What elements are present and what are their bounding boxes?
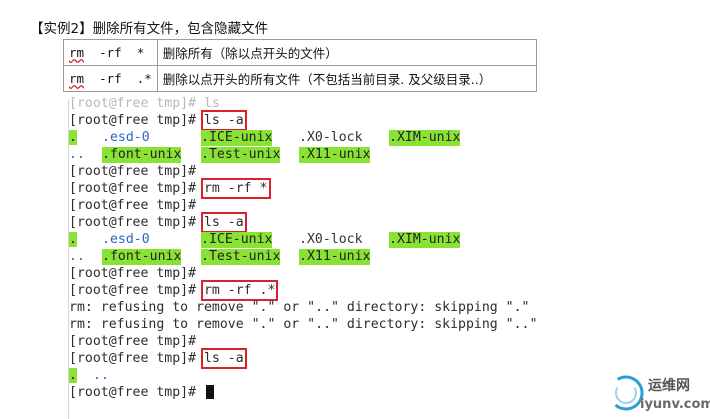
listing-xim-unix: .XIM-unix bbox=[389, 232, 461, 248]
terminal-line: [root@free tmp]# rm -rf .* bbox=[69, 280, 279, 301]
command-table: rm -rf * 删除所有（除以点开头的文件） rm -rf .* 删除以点开头… bbox=[63, 39, 538, 92]
listing-test-unix: .Test-unix bbox=[201, 249, 281, 265]
listing-dot: . bbox=[69, 368, 77, 383]
listing-font-unix: .font-unix bbox=[102, 249, 182, 265]
description-cell: 删除以点开头的所有文件（不包括当前目录. 及父级目录..） bbox=[156, 65, 538, 92]
page-heading: 【实例2】删除所有文件，包含隐藏文件 bbox=[30, 21, 269, 37]
listing-esd: .esd-0 bbox=[102, 232, 150, 247]
listing-test-unix: .Test-unix bbox=[201, 147, 281, 163]
listing-ice-unix: .ICE-unix bbox=[201, 130, 273, 146]
terminal-line: [root@free tmp]# ls -a bbox=[69, 110, 247, 131]
cmd-args: -rf * bbox=[84, 45, 145, 60]
shell-prompt: [root@free tmp]# bbox=[69, 181, 204, 196]
listing-x11-unix: .X11-unix bbox=[299, 147, 371, 163]
terminal-error-line: rm: refusing to remove "." or ".." direc… bbox=[69, 317, 538, 332]
command-ls-highlight: ls -a bbox=[201, 348, 247, 369]
terminal-line: .. .font-unix .Test-unix .X11-unix bbox=[69, 147, 371, 163]
terminal-line: [root@free tmp]# bbox=[69, 266, 204, 281]
listing-esd: .esd-0 bbox=[102, 130, 150, 145]
listing-xim-unix: .XIM-unix bbox=[389, 130, 461, 146]
listing-dot: . bbox=[69, 130, 77, 145]
listing-font-unix: .font-unix bbox=[102, 147, 182, 163]
shell-prompt: [root@free tmp]# bbox=[69, 215, 204, 230]
command-rm-dot-highlight: rm -rf .* bbox=[200, 280, 279, 301]
terminal-line: [root@free tmp]# bbox=[69, 198, 204, 213]
terminal-line-partial: [root@free tmp]# ls bbox=[69, 96, 220, 111]
table-row: rm -rf * 删除所有（除以点开头的文件） bbox=[63, 39, 538, 66]
terminal-cursor bbox=[205, 385, 214, 399]
cmd-args: -rf .* bbox=[84, 71, 152, 86]
terminal-line: [root@free tmp]# rm -rf * bbox=[69, 178, 271, 199]
logo-name: 运维网 bbox=[648, 378, 690, 394]
command-ls-highlight: ls -a bbox=[201, 212, 247, 233]
listing-dotdot: .. bbox=[69, 147, 85, 162]
listing-dotdot: .. bbox=[69, 249, 85, 264]
terminal-line: [root@free tmp]# bbox=[69, 334, 204, 349]
command-cell: rm -rf .* bbox=[63, 65, 158, 92]
command-cell: rm -rf * bbox=[63, 39, 158, 66]
terminal-line: .. .font-unix .Test-unix .X11-unix bbox=[69, 249, 371, 265]
listing-x0-lock: .X0-lock bbox=[299, 130, 363, 145]
terminal-line: . .esd-0 .ICE-unix .X0-lock .XIM-unix bbox=[69, 232, 461, 248]
shell-prompt: [root@free tmp]# bbox=[69, 283, 204, 298]
terminal-error-line: rm: refusing to remove "." or ".." direc… bbox=[69, 300, 530, 315]
command-rm-all-highlight: rm -rf * bbox=[201, 178, 271, 199]
cmd-rm: rm bbox=[69, 45, 85, 60]
left-margin-line bbox=[68, 100, 69, 419]
terminal-line: . .esd-0 .ICE-unix .X0-lock .XIM-unix bbox=[69, 130, 461, 146]
shell-prompt: [root@free tmp]# bbox=[69, 385, 204, 400]
description-cell: 删除所有（除以点开头的文件） bbox=[156, 39, 538, 66]
shell-prompt: [root@free tmp]# bbox=[69, 351, 204, 366]
cmd-rm: rm bbox=[69, 71, 85, 86]
listing-dot: . bbox=[69, 232, 77, 247]
logo-url: iyunv.com bbox=[640, 397, 710, 412]
terminal-line: [root@free tmp]# ls -a bbox=[69, 212, 247, 233]
terminal-line: ... bbox=[69, 368, 109, 384]
terminal-line[interactable]: [root@free tmp]# bbox=[69, 385, 214, 401]
site-logo-icon bbox=[608, 375, 644, 411]
listing-x0-lock: .X0-lock bbox=[299, 232, 363, 247]
listing-x11-unix: .X11-unix bbox=[299, 249, 371, 265]
command-ls-highlight: ls -a bbox=[201, 110, 247, 131]
listing-dotdot: .. bbox=[93, 368, 109, 383]
table-row: rm -rf .* 删除以点开头的所有文件（不包括当前目录. 及父级目录..） bbox=[63, 65, 538, 92]
shell-prompt: [root@free tmp]# bbox=[69, 113, 204, 128]
terminal-line: [root@free tmp]# bbox=[69, 164, 204, 179]
terminal-line: [root@free tmp]# ls -a bbox=[69, 348, 247, 369]
listing-ice-unix: .ICE-unix bbox=[201, 232, 273, 248]
